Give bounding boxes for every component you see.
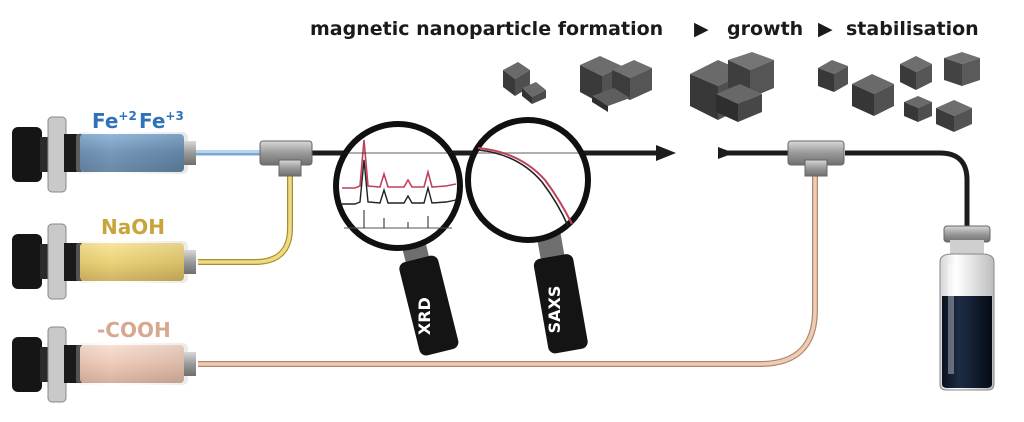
- label-fe3-charge: +3: [165, 109, 183, 123]
- title-stage-formation: magnetic nanoparticle formation: [310, 18, 663, 40]
- label-fe2-charge: +2: [118, 109, 136, 123]
- nanoparticle-stabilised-6: [936, 100, 972, 132]
- label-naoh: NaOH: [101, 215, 165, 239]
- title-stage-stabilisation: stabilisation: [846, 18, 979, 40]
- xrd-pattern-black: [342, 159, 457, 205]
- label-fe3-base: Fe: [139, 109, 165, 133]
- outlet-tube: [845, 150, 970, 232]
- title-arrow-1: ▶: [694, 18, 709, 40]
- xrd-label: XRD: [415, 297, 434, 335]
- flow-arrowhead-icon: [656, 145, 676, 161]
- saxs-curve-black: [477, 149, 569, 227]
- nanoparticle-stabilised-1: [818, 60, 848, 92]
- vial-liquid: [942, 296, 992, 388]
- title-arrow-2: ▶: [818, 18, 833, 40]
- nanoparticle-growth-crystal: [690, 52, 774, 122]
- label-fe2: Fe+2: [92, 109, 137, 133]
- t-junction-mixer: [259, 140, 313, 177]
- naoh-tube: [198, 172, 293, 265]
- saxs-curve-red: [477, 147, 573, 225]
- nanoparticle-formation-cluster: [503, 62, 546, 104]
- nanoparticle-stabilised-3: [900, 56, 932, 90]
- nanoparticle-stabilised-4: [944, 52, 980, 86]
- label-fe2-base: Fe: [92, 109, 118, 133]
- syringe-carboxylic: [12, 326, 196, 403]
- xrd-pattern-red: [342, 139, 457, 189]
- title-stage-growth: growth: [727, 18, 803, 40]
- nanoparticle-stabilised-2: [852, 74, 894, 116]
- syringe-iron: [12, 116, 196, 193]
- t-junction-stabiliser: [787, 140, 845, 177]
- saxs-magnifier: SAXS: [465, 117, 591, 354]
- nanoparticle-formation-cube: [580, 56, 652, 112]
- nanoparticle-stabilised-5: [904, 96, 932, 122]
- xrd-magnifier: XRD: [333, 121, 463, 356]
- label-cooh: -COOH: [97, 318, 171, 342]
- label-fe3: Fe+3: [139, 109, 184, 133]
- syringe-naoh: [12, 223, 196, 300]
- saxs-label: SAXS: [545, 286, 564, 334]
- collection-vial: [939, 225, 995, 391]
